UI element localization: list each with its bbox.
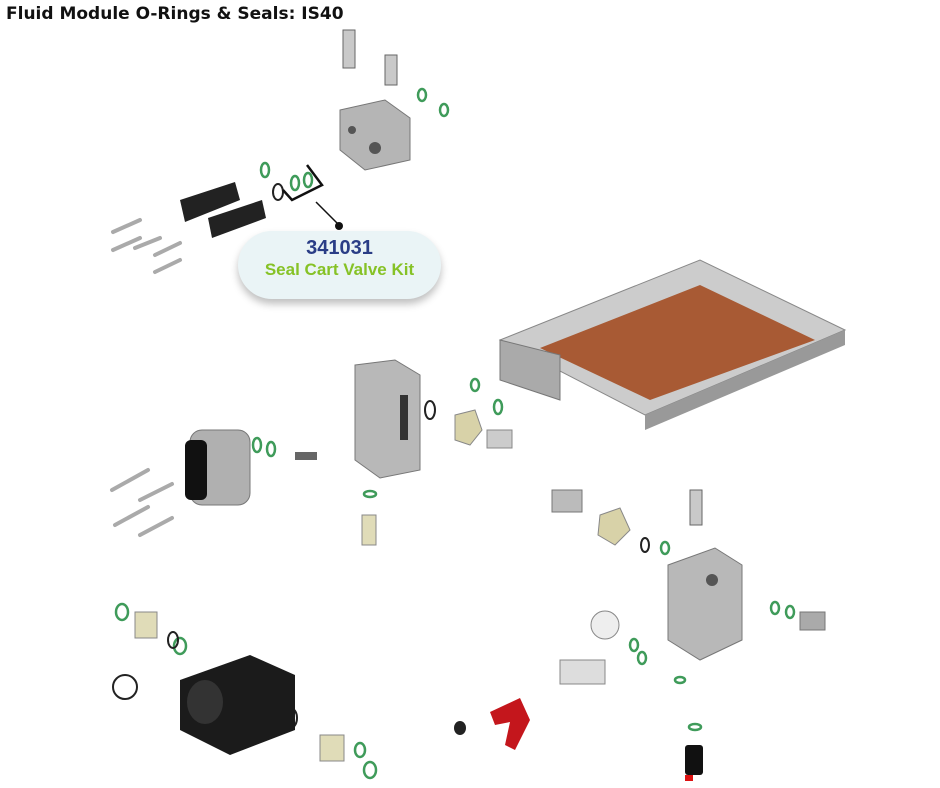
o-ring: [659, 540, 671, 556]
fitting: [319, 734, 345, 762]
o-ring: [172, 636, 188, 656]
pump-body: [180, 655, 295, 755]
nut: [597, 507, 631, 546]
o-ring: [353, 741, 367, 759]
cartridge-valves: [180, 182, 266, 238]
o-ring: [687, 722, 703, 732]
top-manifold-block: [339, 99, 411, 171]
o-ring: [636, 650, 648, 666]
callout-leader: [315, 201, 340, 226]
large-o-ring: [112, 674, 138, 700]
o-ring: [769, 600, 781, 616]
fitting: [134, 611, 158, 639]
screws: [110, 218, 182, 537]
fitting: [799, 611, 826, 631]
o-ring: [416, 87, 428, 103]
small-pin: [295, 452, 317, 460]
seal-kit-callout: 341031 Seal Cart Valve Kit: [238, 231, 441, 299]
heater-pad: [540, 285, 815, 400]
middle-manifold-block: [354, 359, 421, 479]
o-ring: [259, 161, 271, 179]
fitting-nut: [454, 409, 513, 449]
o-ring: [289, 174, 301, 192]
o-ring: [114, 602, 130, 622]
lower-manifold-block: [667, 547, 743, 661]
o-ring: [438, 102, 450, 118]
leader-dot: [335, 222, 343, 230]
o-ring: [469, 377, 481, 393]
kit-part-number: 341031: [306, 237, 373, 259]
red-handle: [490, 698, 530, 750]
red-tip: [685, 775, 693, 781]
o-ring: [628, 637, 640, 653]
page-title: Fluid Module O-Rings & Seals: IS40: [6, 4, 344, 24]
relief-valve: [559, 659, 606, 685]
o-ring: [362, 760, 378, 780]
pressure-sensor: [342, 29, 356, 69]
kit-name: Seal Cart Valve Kit: [264, 260, 415, 279]
o-ring: [251, 436, 263, 454]
heater-plate-assembly: [498, 259, 847, 430]
fitting: [551, 489, 583, 513]
o-rings: [114, 87, 796, 780]
callout-bracket: [282, 164, 324, 202]
o-ring: [302, 171, 314, 189]
black-seals: [112, 183, 650, 728]
black-fitting: [685, 745, 703, 775]
sensors-top: [342, 29, 398, 86]
o-ring: [362, 489, 378, 499]
valve-actuator: [185, 429, 251, 506]
pressure-sensor: [689, 489, 703, 526]
o-ring: [265, 440, 277, 458]
pressure-gauge: [590, 610, 620, 640]
o-ring: [673, 675, 687, 685]
fitting: [361, 514, 377, 546]
pressure-sensor: [384, 54, 398, 86]
cap: [454, 721, 466, 735]
o-ring: [784, 604, 796, 620]
o-ring: [492, 398, 504, 416]
